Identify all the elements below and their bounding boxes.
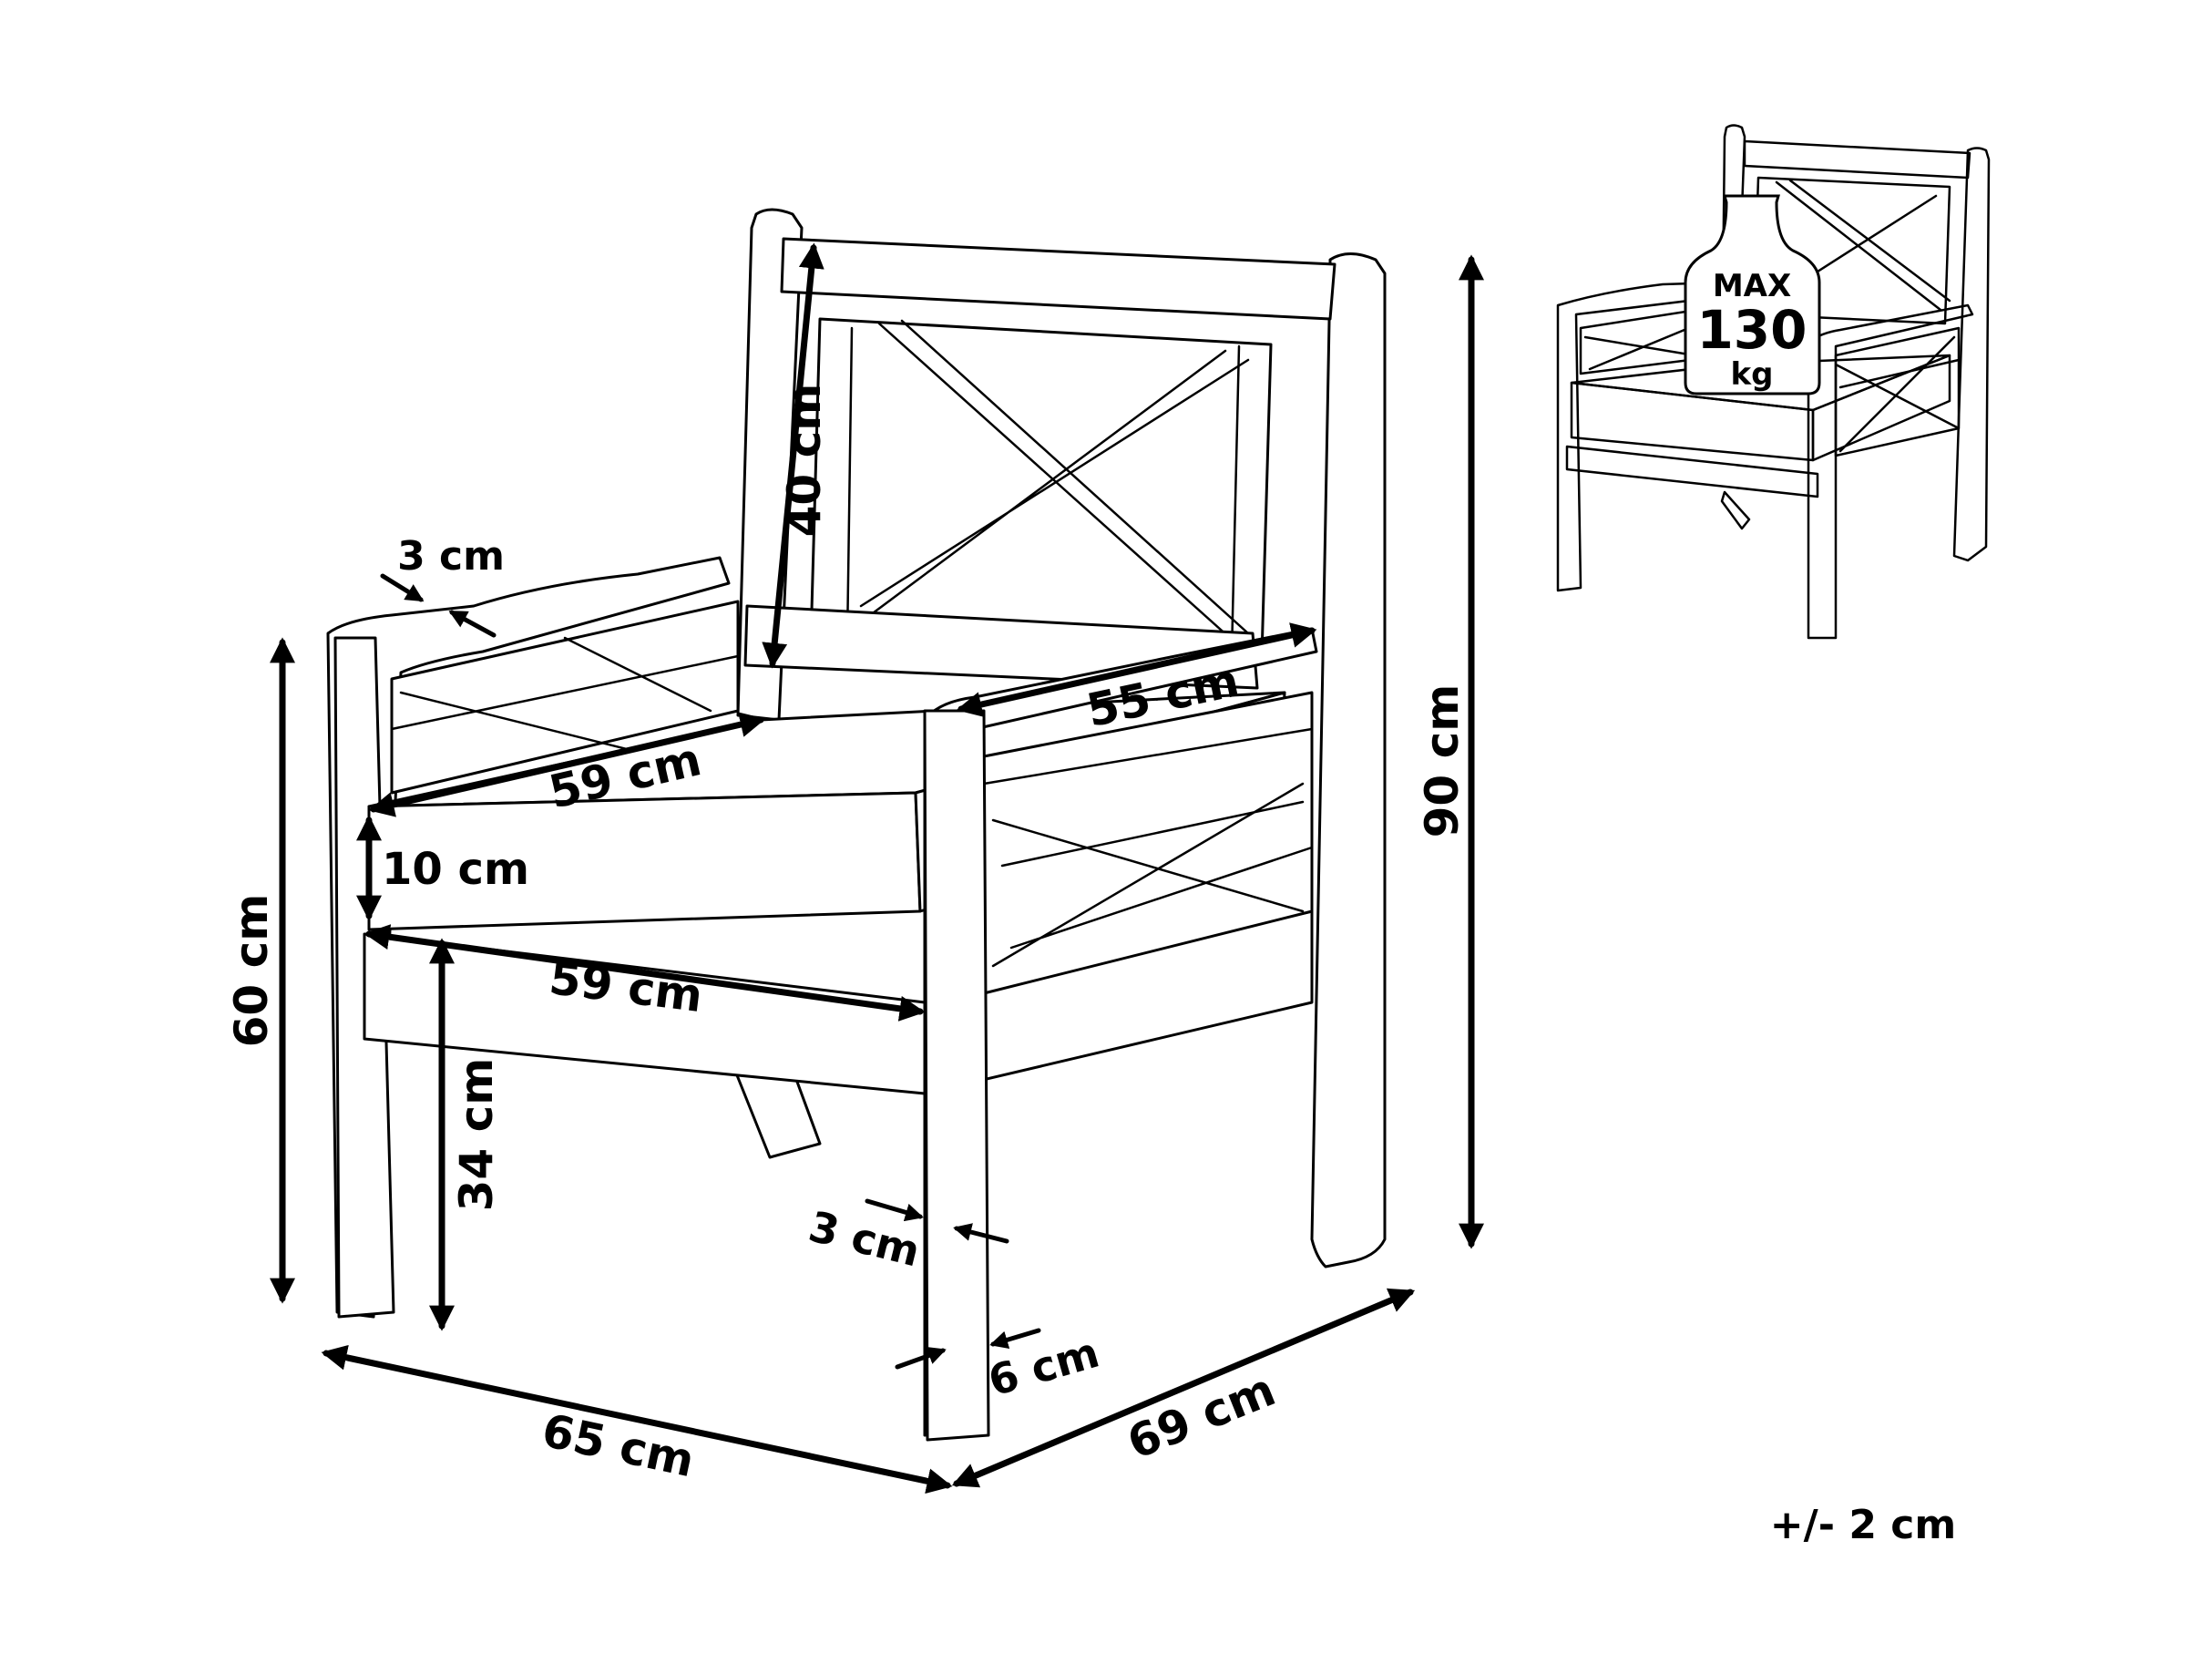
max-load-value: 130: [1696, 299, 1807, 361]
arm-thickness-tick-a: [380, 573, 425, 602]
weight-icon: MAX 130 kg: [1684, 194, 1821, 395]
weight-shape: [1684, 194, 1821, 395]
seat-height-label: 34 cm: [450, 1058, 503, 1212]
thumb-top-rail: [1743, 139, 1971, 180]
front-right-leg: [923, 709, 990, 1442]
right-side-cross: [982, 727, 1314, 968]
leg-width-tick-b: [989, 1328, 1041, 1349]
arm-thickness-tick-b: [448, 610, 497, 638]
back-right-post: [1310, 252, 1387, 1269]
total-height-label: 90 cm: [1416, 684, 1469, 838]
back-top-rail: [780, 237, 1336, 321]
cushion-thickness-label: 10 cm: [382, 844, 529, 895]
max-load-line1: MAX: [1713, 268, 1791, 304]
back-cross-brace: [850, 319, 1250, 640]
thumb-left-armrest: [1556, 281, 1728, 592]
dimension-lines: [270, 242, 1484, 1495]
back-panel-stiles: [845, 326, 1241, 656]
back-height-label: 40 cm: [778, 384, 831, 538]
back-height-line: [762, 242, 824, 669]
leg-depth-tick-b: [953, 1223, 1009, 1244]
leg-depth-tick-a: [865, 1198, 924, 1222]
arm-height-label: 60 cm: [225, 894, 278, 1048]
tolerance-label: +/- 2 cm: [1770, 1502, 1956, 1548]
thumb-right-side: [1834, 326, 1961, 457]
thumb-back-right-post: [1952, 147, 1991, 562]
leg-width-label: 6 cm: [983, 1328, 1104, 1406]
thumb-seat-rail: [1565, 445, 1819, 498]
thumb-rear-leg: [1720, 490, 1751, 530]
thumb-back-cross: [1752, 176, 1951, 325]
seat-depth-line: [368, 712, 766, 817]
max-load-unit: kg: [1731, 356, 1774, 393]
armrest-length-line: [956, 622, 1317, 717]
arm-thickness-label: 3 cm: [397, 533, 505, 580]
seat-width-line: [364, 924, 926, 1022]
total-width-line: [321, 1344, 953, 1495]
total-depth-line: [951, 1288, 1416, 1488]
